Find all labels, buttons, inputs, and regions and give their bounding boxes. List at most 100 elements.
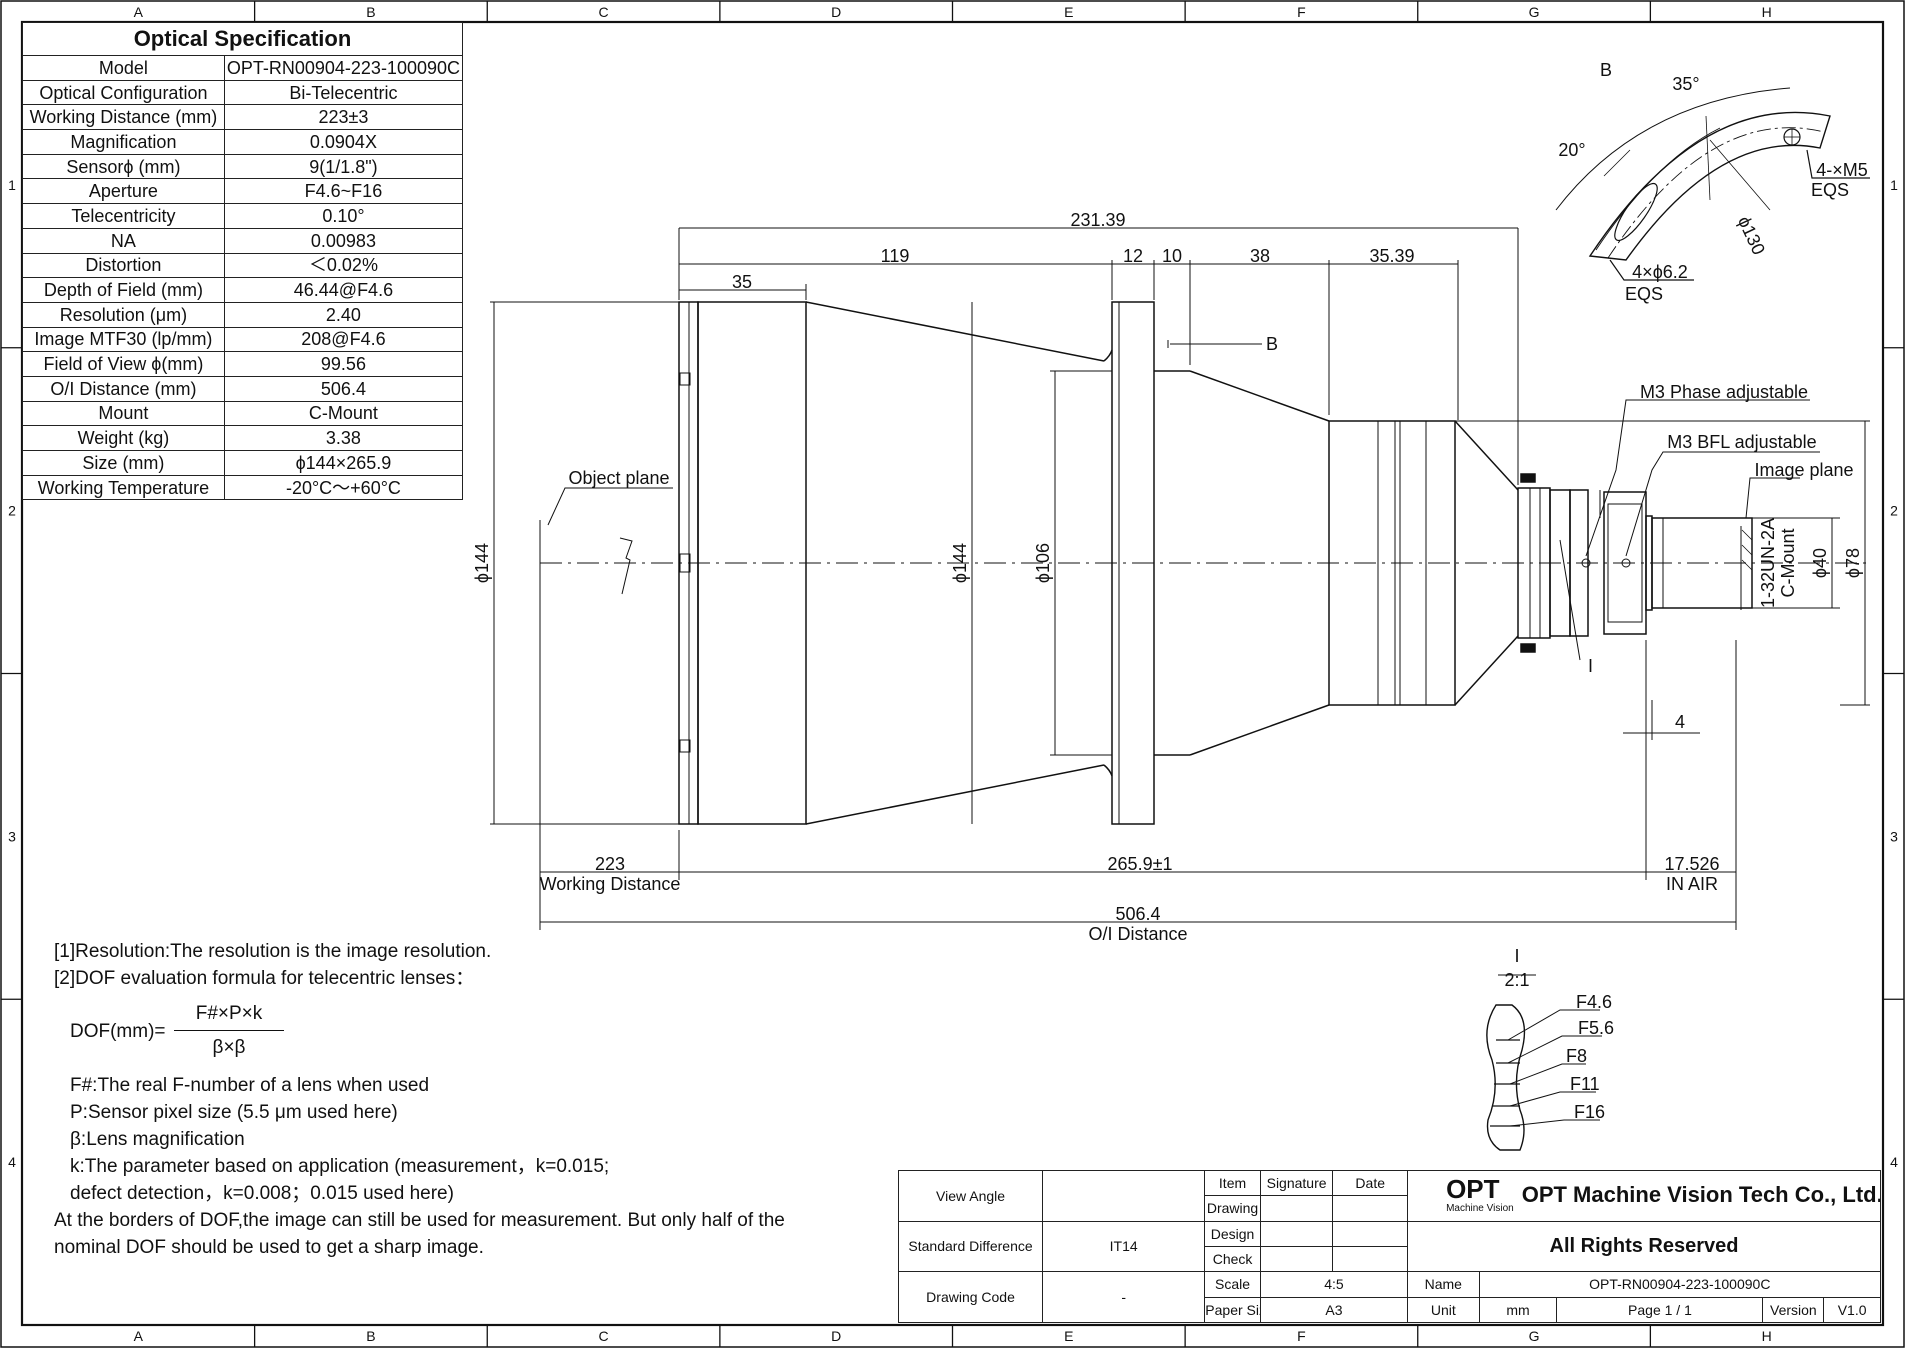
dim-17526: 17.526 <box>1664 854 1719 874</box>
spec-value: OPT-RN00904-223-100090C <box>223 55 464 81</box>
zone-column-label: A <box>134 4 144 20</box>
working-distance-label: Working Distance <box>540 874 681 894</box>
zone-column-label: C <box>599 1328 609 1344</box>
spec-key: Magnification <box>22 129 225 155</box>
zone-column-label: A <box>134 1328 144 1344</box>
spec-key: Telecentricity <box>22 203 225 229</box>
phi62-holes: 4×ϕ6.2 <box>1632 262 1688 282</box>
spec-value: ϕ144×265.9 <box>223 450 464 476</box>
thread-spec: 1-32UN-2A <box>1758 518 1778 608</box>
dimension-lines <box>490 227 1870 930</box>
detail-b-drawing <box>1555 87 1870 281</box>
std-diff-value: IT14 <box>1042 1220 1206 1273</box>
spec-title: Optical Specification <box>22 22 463 56</box>
date-header: Date <box>1332 1169 1409 1197</box>
drawing-code-value: - <box>1042 1271 1206 1323</box>
zone-column-label: B <box>366 1328 375 1344</box>
spec-row: Size (mm)ϕ144×265.9 <box>22 450 464 476</box>
dim-phi78: ϕ78 <box>1843 548 1863 578</box>
spec-key: Model <box>22 55 225 81</box>
unit-value: mm <box>1478 1296 1558 1324</box>
m5-holes: 4-×M5 <box>1816 160 1868 180</box>
angle-35: 35° <box>1672 74 1699 94</box>
spec-value: 223±3 <box>223 104 464 131</box>
notes-block: [1]Resolution:The resolution is the imag… <box>54 938 814 1261</box>
f-stop-3: F8 <box>1566 1046 1587 1066</box>
break-symbol <box>619 537 633 595</box>
spec-value: ＜0.02% <box>223 252 464 279</box>
spec-value: 9(1/1.8") <box>223 153 464 180</box>
dim-10: 10 <box>1162 246 1182 266</box>
dim-phi144-front: ϕ144 <box>950 543 970 583</box>
drawing-code-label: Drawing Code <box>897 1271 1044 1323</box>
zone-row-label: 2 <box>1890 503 1898 519</box>
detail-i-texts: I 2:1 F4.6 F5.6 F8 F11 F16 <box>1504 946 1614 1122</box>
check-label: Check <box>1204 1245 1261 1273</box>
note-beta: β:Lens magnification <box>70 1129 245 1150</box>
spec-row: Field of View ϕ(mm)99.56 <box>22 351 464 377</box>
spec-value: 506.4 <box>223 375 464 402</box>
spec-row: Working Temperature-20°C～+60°C <box>22 474 464 501</box>
spec-row: Weight (kg)3.38 <box>22 425 464 451</box>
dim-phi144-object: ϕ144 <box>472 543 492 583</box>
zone-column-label: H <box>1762 4 1772 20</box>
spec-key: Distortion <box>22 252 225 279</box>
m3-bfl-label: M3 BFL adjustable <box>1667 432 1816 452</box>
spec-row: O/I Distance (mm)506.4 <box>22 375 464 402</box>
eqs-2: EQS <box>1625 284 1663 304</box>
zone-row-label: 3 <box>8 828 16 844</box>
oi-distance-label: O/I Distance <box>1088 924 1187 944</box>
f-stop-4: F11 <box>1570 1074 1600 1094</box>
detail-i-drawing <box>1486 974 1602 1151</box>
detail-b-title: B <box>1600 60 1612 80</box>
zone-column-label: E <box>1064 4 1073 20</box>
spec-row: Resolution (μm)2.40 <box>22 301 464 328</box>
zone-column-label: E <box>1064 1328 1073 1344</box>
spec-key: Resolution (μm) <box>22 301 225 328</box>
spec-value: C-Mount <box>223 400 464 427</box>
note-fnumber: F#:The real F-number of a lens when used <box>70 1075 430 1096</box>
zone-row-label: 4 <box>8 1154 16 1170</box>
zone-column-label: D <box>831 1328 841 1344</box>
formula-lhs: DOF(mm)= <box>70 1021 166 1042</box>
spec-row: Distortion＜0.02% <box>22 252 464 279</box>
scale-label: Scale <box>1204 1271 1261 1298</box>
dim-35: 35 <box>732 272 752 292</box>
drawing-label: Drawing <box>1204 1195 1261 1222</box>
zone-column-label: G <box>1529 1328 1540 1344</box>
in-air-label: IN AIR <box>1666 874 1718 894</box>
note-k2: defect detection，k=0.008；0.015 used here… <box>70 1183 454 1204</box>
zone-column-label: H <box>1762 1328 1772 1344</box>
view-angle-label: View Angle <box>897 1170 1044 1222</box>
rights-reserved: All Rights Reserved <box>1407 1220 1881 1273</box>
design-date <box>1332 1220 1409 1247</box>
spec-key: Mount <box>22 400 225 427</box>
note-caveat-1: At the borders of DOF,the image can stil… <box>54 1210 785 1231</box>
design-signature <box>1259 1220 1334 1247</box>
std-diff-label: Standard Difference <box>897 1220 1044 1273</box>
view-b-label: B <box>1266 334 1278 354</box>
note-k1: k:The parameter based on application (me… <box>70 1156 610 1177</box>
dim-phi106: ϕ106 <box>1033 543 1053 583</box>
spec-value: -20°C～+60°C <box>223 474 464 501</box>
paper-size-value: A3 <box>1259 1296 1409 1324</box>
spec-key: NA <box>22 227 225 254</box>
dof-formula: DOF(mm)= F#×P×k β×β <box>70 1000 814 1062</box>
spec-value: 208@F4.6 <box>223 326 464 353</box>
formula-numerator: F#×P×k <box>195 1003 263 1024</box>
logo-sub: Machine Vision <box>1446 1202 1514 1214</box>
zone-column-label: F <box>1297 4 1306 20</box>
spec-value: F4.6~F16 <box>223 178 464 205</box>
spec-row: Sensorϕ (mm)9(1/1.8") <box>22 153 464 180</box>
zone-row-label: 1 <box>8 177 16 193</box>
zone-column-label: C <box>599 4 609 20</box>
mount-type: C-Mount <box>1778 528 1798 597</box>
item-header: Item <box>1204 1169 1261 1197</box>
check-signature <box>1259 1245 1334 1273</box>
